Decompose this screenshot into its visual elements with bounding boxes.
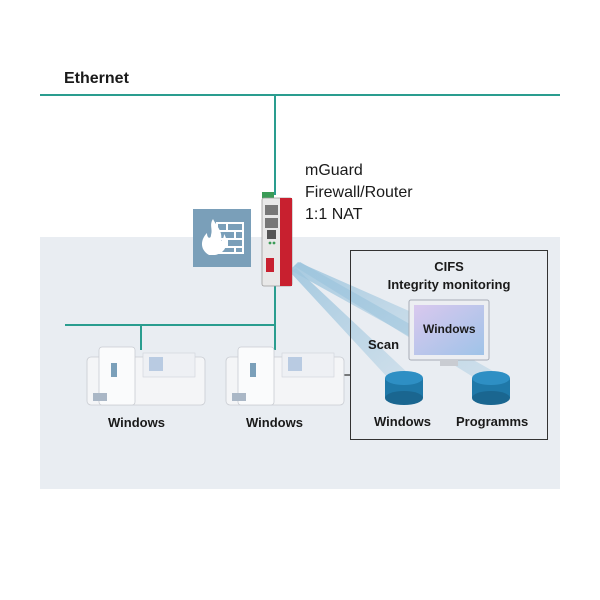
cifs-box xyxy=(350,250,548,440)
pc-icon xyxy=(86,346,206,406)
pc1-label: Windows xyxy=(108,415,165,430)
ethernet-label: Ethernet xyxy=(64,70,129,87)
mguard-nat: 1:1 NAT xyxy=(305,206,363,223)
mguard-name: mGuard xyxy=(305,162,363,179)
db2-label: Programms xyxy=(456,414,529,429)
mguard-label: mGuard Firewall/Router 1:1 NAT xyxy=(305,160,413,226)
pc2-label: Windows xyxy=(246,415,303,430)
cifs-title: CIFS xyxy=(434,259,464,274)
monitor-screen-text: Windows xyxy=(423,322,476,336)
firewall-icon xyxy=(193,209,251,267)
monitor-icon xyxy=(408,299,490,366)
mguard-device-icon xyxy=(261,192,293,287)
mguard-function: Firewall/Router xyxy=(305,184,413,201)
cifs-subtitle: Integrity monitoring xyxy=(387,277,511,292)
pc-icon xyxy=(225,346,345,406)
database-icon xyxy=(385,371,423,405)
scan-label: Scan xyxy=(368,337,400,352)
db1-label: Windows xyxy=(374,414,431,429)
database-icon xyxy=(472,371,510,405)
